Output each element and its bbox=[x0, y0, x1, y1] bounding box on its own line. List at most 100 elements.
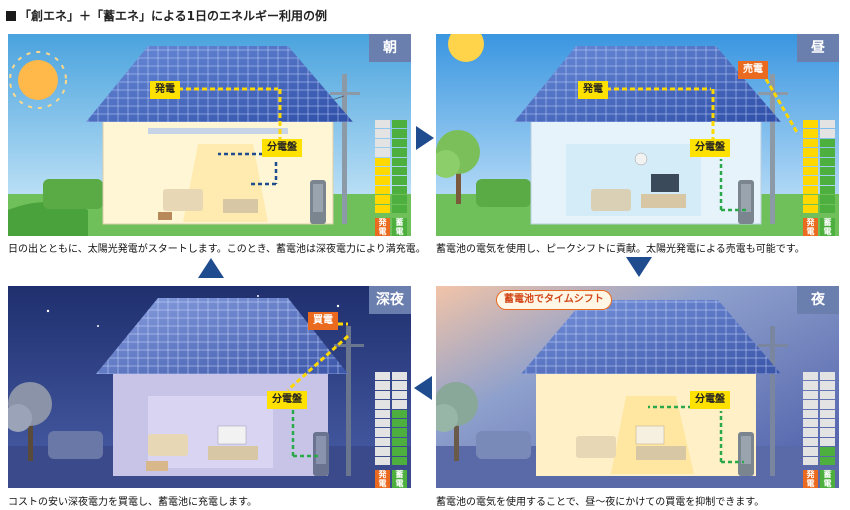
meter-cell bbox=[803, 437, 818, 447]
distribution-board-label: 分電盤 bbox=[267, 391, 307, 409]
meter-cell bbox=[803, 204, 818, 213]
energy-meter-night: 発電 蓄電 bbox=[803, 372, 837, 488]
generation-meter-column bbox=[375, 372, 390, 465]
meter-cell bbox=[820, 129, 835, 138]
battery-flow-arrow bbox=[291, 410, 318, 458]
battery-meter-label: 蓄電 bbox=[392, 218, 407, 236]
meter-cell bbox=[375, 129, 390, 138]
up-arrow-icon bbox=[198, 258, 224, 278]
caption-latenight: コストの安い深夜電力を買電し、蓄電池に充電します。 bbox=[8, 497, 257, 508]
meter-cell bbox=[803, 418, 818, 428]
energy-meter-noon: 発電 蓄電 bbox=[803, 120, 837, 236]
distribution-board-label: 分電盤 bbox=[690, 139, 730, 157]
meter-cell bbox=[392, 381, 407, 390]
meter-cell bbox=[392, 372, 407, 381]
meter-cell bbox=[803, 428, 818, 437]
meter-cell bbox=[803, 195, 818, 204]
meter-cell bbox=[392, 166, 407, 176]
sun-icon bbox=[448, 34, 484, 62]
battery-unit-icon bbox=[313, 432, 329, 476]
sun-icon bbox=[9, 51, 67, 109]
meter-cell bbox=[392, 148, 407, 157]
meter-cell bbox=[803, 129, 818, 138]
meter-cell bbox=[375, 418, 390, 428]
down-arrow-icon bbox=[626, 257, 652, 277]
meter-cell bbox=[375, 437, 390, 447]
meter-cell bbox=[375, 138, 390, 148]
tree-icon bbox=[436, 382, 478, 461]
meter-cell bbox=[392, 185, 407, 195]
meter-cell bbox=[375, 176, 390, 185]
square-bullet-icon bbox=[6, 11, 16, 21]
meter-cell bbox=[820, 120, 835, 129]
meter-cell bbox=[375, 447, 390, 456]
meter-cell bbox=[820, 400, 835, 409]
meter-cell bbox=[375, 390, 390, 400]
meter-cell bbox=[375, 372, 390, 381]
meter-cell bbox=[803, 447, 818, 456]
generation-meter-label: 発電 bbox=[803, 218, 818, 236]
meter-cell bbox=[803, 120, 818, 129]
meter-cell bbox=[375, 195, 390, 204]
meter-cell bbox=[803, 148, 818, 157]
utility-pole-icon bbox=[758, 326, 788, 476]
battery-meter-label: 蓄電 bbox=[392, 470, 407, 488]
battery-flow-arrow bbox=[719, 411, 744, 464]
meter-cell bbox=[375, 381, 390, 390]
battery-unit-icon bbox=[738, 432, 754, 476]
house-icon bbox=[521, 300, 781, 476]
meter-cell bbox=[392, 418, 407, 428]
page-title-text: 「創エネ」＋「蓄エネ」による1日のエネルギー利用の例 bbox=[19, 9, 327, 23]
sell-power-label: 売電 bbox=[738, 61, 768, 79]
meter-cell bbox=[375, 148, 390, 157]
generation-meter-column bbox=[803, 120, 818, 213]
battery-flow-arrow bbox=[719, 159, 746, 212]
meter-cell bbox=[392, 447, 407, 456]
meter-cell bbox=[803, 409, 818, 418]
meter-cell bbox=[820, 148, 835, 157]
meter-cell bbox=[392, 409, 407, 418]
period-tag-latenight: 深夜 bbox=[369, 286, 411, 314]
meter-cell bbox=[803, 372, 818, 381]
distribution-board-label: 分電盤 bbox=[262, 139, 302, 157]
right-arrow-icon bbox=[416, 126, 434, 150]
meter-cell bbox=[803, 456, 818, 465]
meter-cell bbox=[392, 428, 407, 437]
meter-cell bbox=[820, 185, 835, 195]
meter-cell bbox=[375, 409, 390, 418]
caption-noon: 蓄電池の電気を使用し、ピークシフトに貢献。太陽光発電による売電も可能です。 bbox=[436, 244, 805, 255]
generation-meter-label: 発電 bbox=[375, 470, 390, 488]
utility-pole-icon bbox=[334, 326, 364, 476]
meter-cell bbox=[392, 437, 407, 447]
meter-cell bbox=[375, 204, 390, 213]
house-icon bbox=[514, 46, 781, 225]
meter-cell bbox=[820, 418, 835, 428]
night-scene bbox=[436, 286, 839, 488]
latenight-scene bbox=[8, 286, 411, 488]
meter-cell bbox=[392, 138, 407, 148]
period-tag-morning: 朝 bbox=[369, 34, 411, 62]
meter-cell bbox=[820, 204, 835, 213]
distribution-flow-arrow bbox=[218, 152, 278, 186]
period-tag-night: 夜 bbox=[797, 286, 839, 314]
panel-night: 蓄電池でタイムシフト 分電盤 夜 発電 蓄電 bbox=[436, 286, 839, 488]
meter-cell bbox=[820, 456, 835, 465]
distribution-board-label: 分電盤 bbox=[690, 391, 730, 409]
meter-cell bbox=[392, 120, 407, 129]
meter-cell bbox=[803, 166, 818, 176]
buy-power-flow-arrow bbox=[286, 322, 350, 392]
meter-cell bbox=[803, 381, 818, 390]
tree-icon bbox=[8, 382, 52, 461]
page-title: 「創エネ」＋「蓄エネ」による1日のエネルギー利用の例 bbox=[6, 7, 327, 24]
generation-meter-column bbox=[375, 120, 390, 213]
noon-scene bbox=[436, 34, 839, 236]
meter-cell bbox=[375, 428, 390, 437]
meter-cell bbox=[820, 138, 835, 148]
meter-cell bbox=[820, 195, 835, 204]
battery-meter-column bbox=[392, 372, 407, 465]
period-tag-noon: 昼 bbox=[797, 34, 839, 62]
meter-cell bbox=[392, 204, 407, 213]
meter-cell bbox=[820, 447, 835, 456]
meter-cell bbox=[820, 166, 835, 176]
meter-cell bbox=[375, 400, 390, 409]
